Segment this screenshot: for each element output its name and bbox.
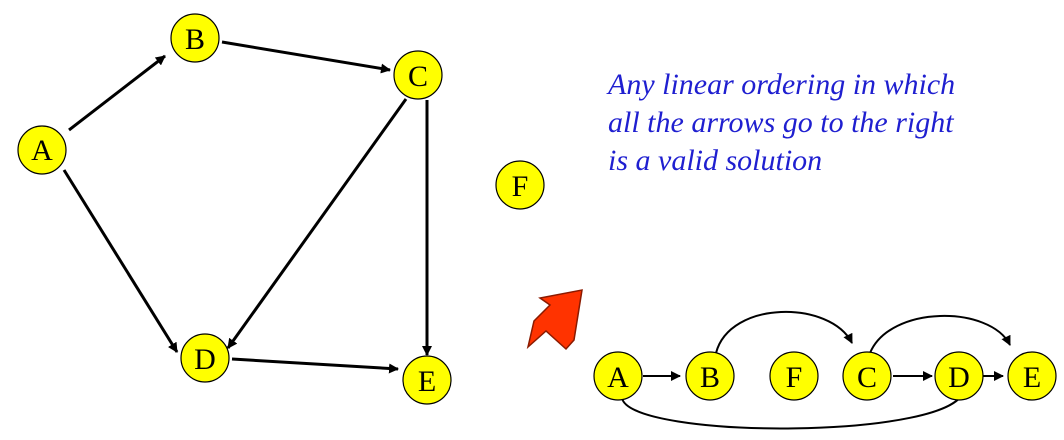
order-edge-b-c [715,310,853,354]
node-label-b: B [185,23,205,56]
order-node-f: F [769,351,819,401]
caption: Any linear ordering in which all the arr… [608,66,955,180]
order-label-d: D [948,361,970,394]
node-label-a: A [31,134,53,167]
node-label-f: F [512,170,529,203]
edge-d-e [231,357,399,374]
order-node-a: A [593,351,643,401]
graph-node-d: D [180,333,230,383]
order-node-e: E [1007,351,1057,401]
graph-node-f: F [495,160,545,210]
order-label-b: B [700,361,720,394]
caption-line-2: all the arrows go to the right [608,106,954,139]
edge-b-c [221,40,391,74]
edge-c-d [226,98,408,349]
graph-node-b: B [170,13,220,63]
node-label-d: D [194,343,216,376]
order-node-b: B [685,351,735,401]
graph-node-c: C [393,50,443,100]
caption-line-1: Any linear ordering in which [608,68,956,101]
order-node-c: C [842,351,892,401]
edge-a-b [68,54,166,132]
ordering-edges [621,310,1011,430]
order-label-c: C [857,361,877,394]
transform-arrow-icon [526,289,583,351]
graph-node-a: A [17,125,67,175]
order-label-a: A [607,361,629,394]
order-edge-a-d [621,388,969,430]
order-node-d: D [934,351,984,401]
graph-node-e: E [402,355,452,405]
order-label-e: E [1023,361,1041,394]
caption-line-3: is a valid solution [608,144,823,177]
graph-edges [62,40,432,374]
order-label-f: F [786,361,803,394]
edge-a-d [62,169,179,353]
order-edge-c-e [869,314,1011,354]
node-label-c: C [408,60,428,93]
node-label-e: E [418,365,436,398]
